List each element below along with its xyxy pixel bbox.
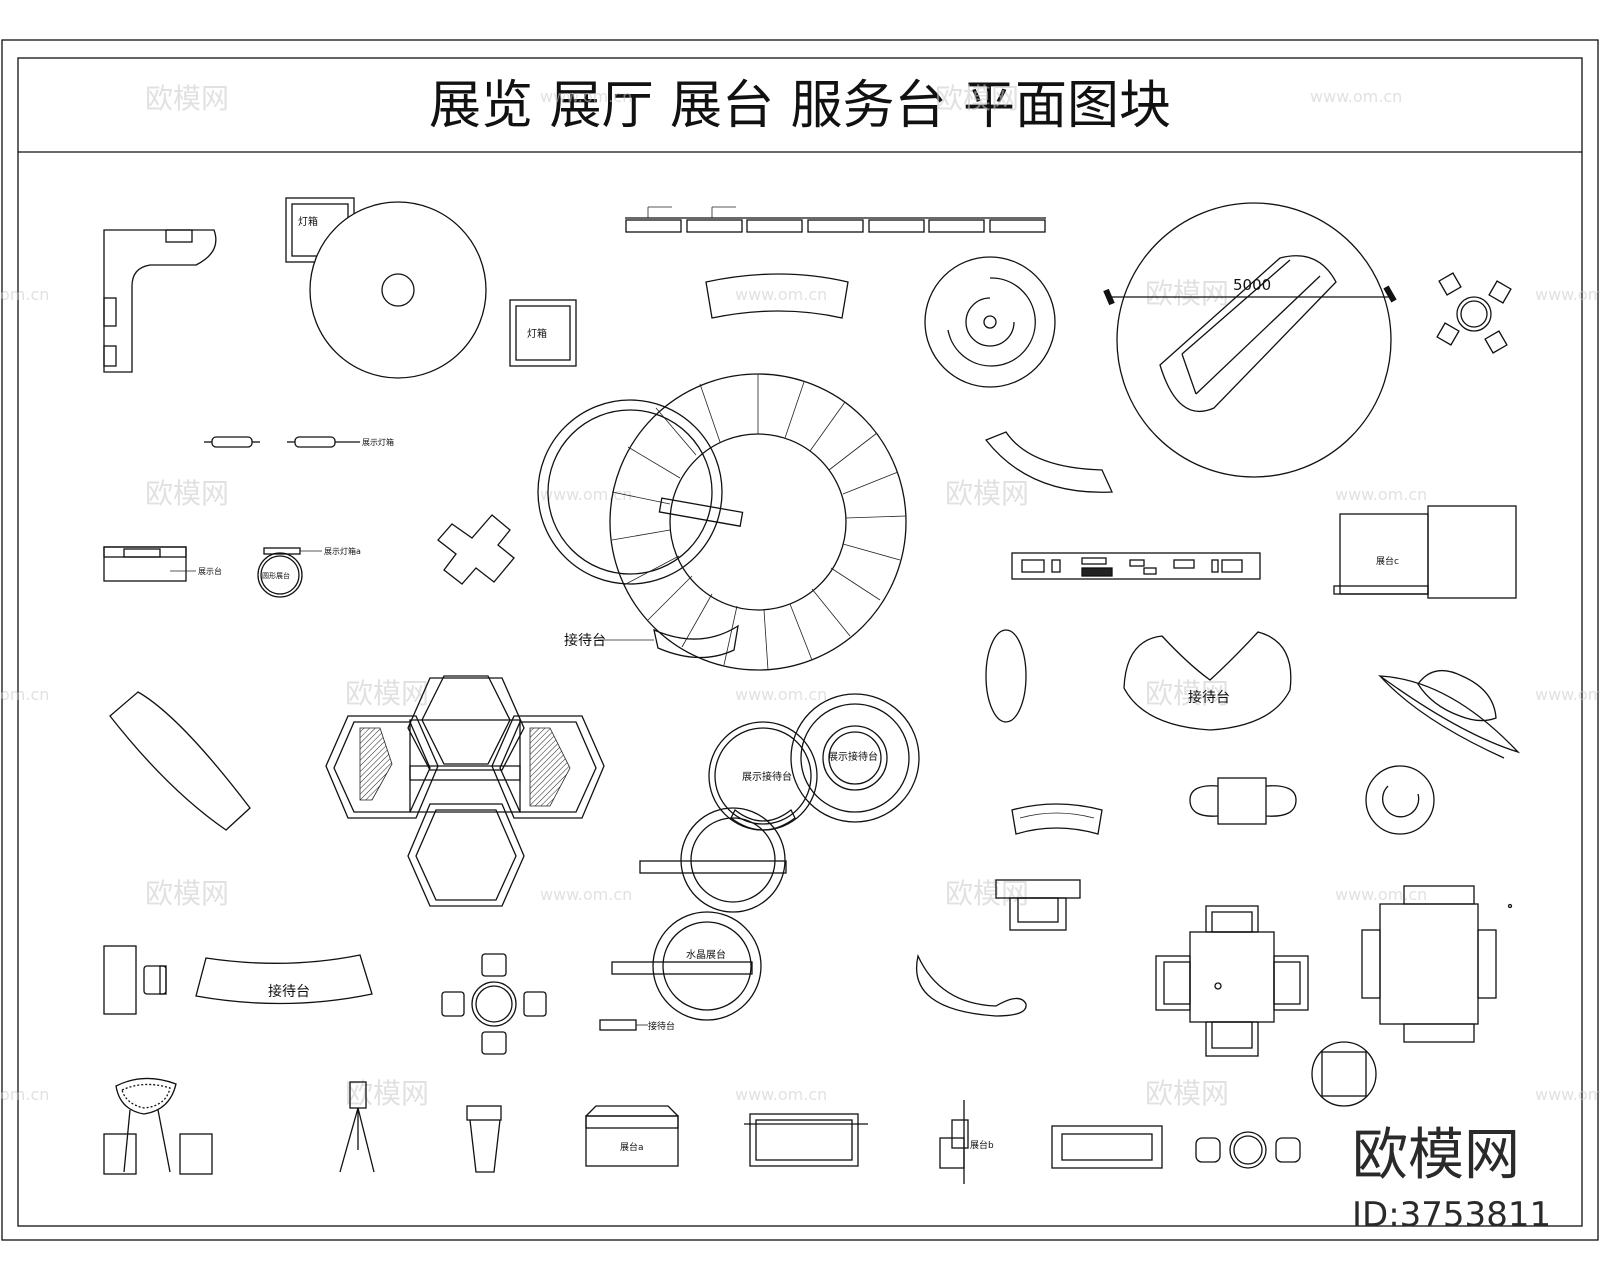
watermark-brand: 欧模网	[1145, 677, 1229, 710]
tripod-easel	[339, 1081, 375, 1173]
square-table-four-chairs	[1155, 905, 1309, 1057]
display-label: 展台b	[970, 1139, 994, 1151]
display-label: 展台a	[620, 1141, 644, 1153]
lamp-box: 灯箱	[509, 299, 577, 367]
watermark-site: om.cn	[0, 1085, 49, 1104]
display-stand-c: 展台c	[1333, 505, 1517, 599]
bar-stool-set	[103, 1077, 213, 1175]
watermark-brand: 欧模网	[145, 477, 229, 510]
round-stand-label: 圆形展台	[262, 571, 290, 580]
reception-label: 接待台	[564, 632, 606, 649]
dimension-label: 5000	[1233, 276, 1271, 294]
lamp-box-with-round-table: 灯箱	[285, 197, 487, 379]
callout-label: 展示台	[198, 566, 222, 576]
watermark-brand: 欧模网	[1145, 1077, 1229, 1110]
lamp-box-label: 灯箱	[298, 215, 318, 228]
large-square-table	[1361, 885, 1513, 1043]
cross-display-block	[437, 514, 515, 585]
arc-counter	[984, 431, 1113, 493]
round-square-table	[1311, 1041, 1377, 1107]
arc-display-stand	[1011, 803, 1103, 835]
watermark-brand: 欧模网	[145, 82, 229, 115]
display-label: 展台c	[1376, 555, 1399, 567]
diagonal-capsule-table	[109, 691, 251, 831]
hexagon-display-cluster	[325, 675, 605, 907]
watermark-brand: 欧模网	[1145, 277, 1229, 310]
watermark-brand: 欧模网	[345, 677, 429, 710]
l-shaped-counter	[103, 229, 217, 373]
round-display-label: 展示接待台	[742, 770, 792, 783]
watermark-brand: 欧模网	[145, 877, 229, 910]
car-display-platform: 5000	[1103, 202, 1397, 478]
outer-border	[1, 39, 1599, 1241]
heart-reception-desk: 接待台	[1123, 631, 1292, 731]
watermark-site: om.cn	[0, 685, 49, 704]
watermark-site: www.om.cn	[735, 1085, 827, 1104]
watermark-site: www.om.cn	[735, 285, 827, 304]
reception-label: 接待台	[1188, 689, 1230, 706]
water-display-label: 水晶展台	[686, 948, 726, 961]
watermark-site: www.om.cn	[1335, 885, 1427, 904]
ring-table	[1365, 765, 1435, 835]
crescent-counter	[916, 953, 1027, 1017]
coffee-table-two-chairs	[1195, 1131, 1301, 1169]
page-title: 展览 展厅 展台 服务台 平面图块	[429, 76, 1171, 136]
pendant-fixtures: 展示灯箱	[204, 436, 394, 448]
display-panel-strip	[1011, 552, 1261, 580]
inner-border	[17, 57, 1583, 1227]
reception-label: 接待台	[268, 983, 310, 1000]
watermark-site: www.om.cn	[1535, 285, 1600, 304]
callout-label: 展示灯箱	[362, 437, 394, 447]
watermark-site: www.om.cn	[1535, 1085, 1600, 1104]
spiral-round-stand	[924, 256, 1056, 388]
bench	[995, 879, 1081, 931]
low-table	[1051, 1125, 1163, 1169]
callout-label: 展示灯箱a	[324, 546, 361, 556]
round-display-label: 展示接待台	[828, 750, 878, 763]
watermark-site: www.om.cn	[1335, 485, 1427, 504]
watermark-layer: 欧模网 www.om.cn 欧模网 www.om.cn om.cn 欧模网 ww…	[0, 82, 1600, 1110]
oval-stand	[985, 629, 1027, 723]
vase-stand	[466, 1105, 502, 1173]
round-display-small: 展示灯箱a 圆形展台	[257, 546, 361, 598]
watermark-brand: 欧模网	[945, 477, 1029, 510]
watermark-site: www.om.cn	[1535, 685, 1600, 704]
watermark-site: om.cn	[0, 285, 49, 304]
watermark-brand: 欧模网	[945, 877, 1029, 910]
desk-with-chair	[103, 945, 167, 1015]
watermark-site: www.om.cn	[540, 485, 632, 504]
watermark-site: www.om.cn	[540, 87, 632, 106]
brand-id: ID:3753811	[1352, 1195, 1551, 1235]
curved-counter	[705, 273, 849, 319]
saucer-display	[1377, 669, 1521, 759]
reception-small-label: 接待台	[648, 1020, 675, 1032]
lamp-box-label: 灯箱	[527, 327, 547, 340]
round-table-four-chairs	[1436, 272, 1512, 354]
curved-reception-desk: 接待台	[195, 954, 373, 1005]
sofa-group	[1189, 777, 1297, 825]
round-display-with-bar: 水晶展台 接待台	[599, 911, 762, 1032]
round-reception-stands: 展示接待台 展示接待台	[639, 693, 920, 913]
display-rail	[625, 206, 1046, 233]
long-counter	[744, 1113, 868, 1167]
watermark-brand: 欧模网	[935, 82, 1019, 115]
brand-logo: 欧模网	[1352, 1123, 1520, 1188]
round-table-four-chairs-2	[441, 953, 547, 1055]
display-stand-a: 展台a	[585, 1105, 679, 1167]
circular-exhibition-stand: 接待台	[537, 373, 907, 671]
display-desk: 展示台	[103, 546, 222, 582]
watermark-site: www.om.cn	[540, 885, 632, 904]
watermark-site: www.om.cn	[735, 685, 827, 704]
watermark-site: www.om.cn	[1310, 87, 1402, 106]
display-stand-b: 展台b	[939, 1100, 994, 1184]
